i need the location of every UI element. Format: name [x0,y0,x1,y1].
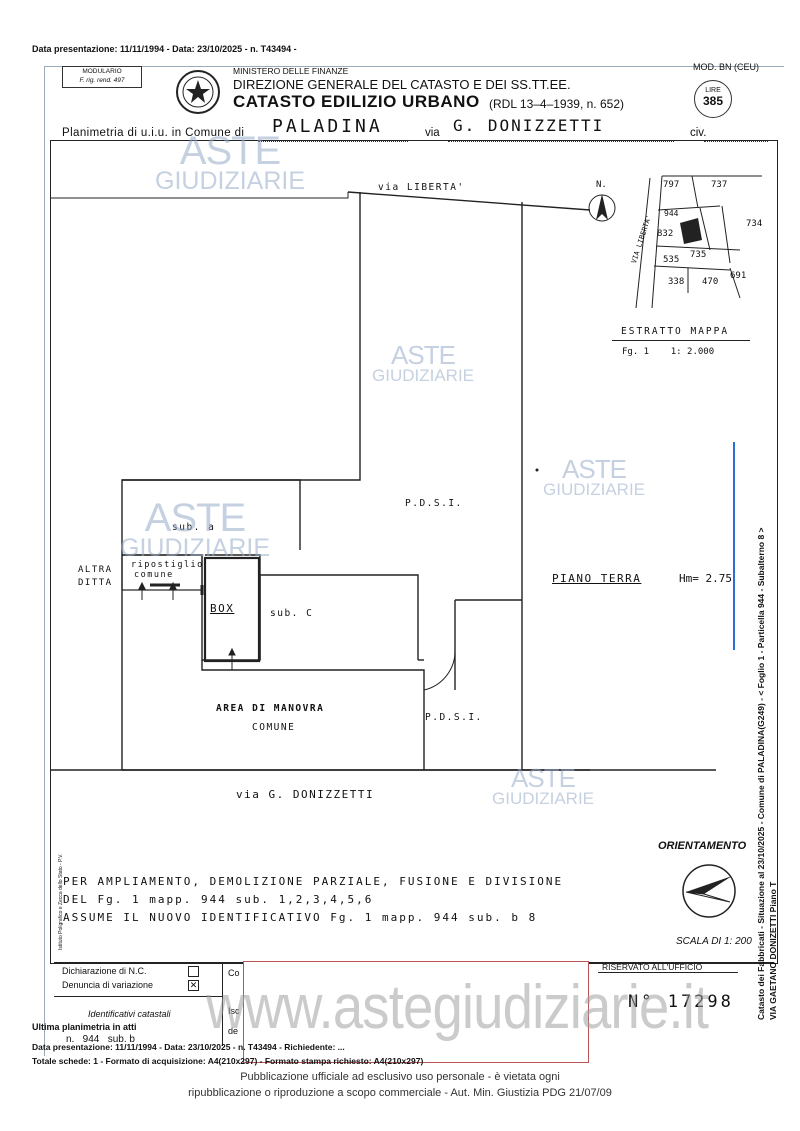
identificativi-label: Identificativi catastali [88,1009,171,1019]
sidebar-via-text: VIA GAETANO DONIZETTI Piano T [768,881,778,1020]
north-arrow-icon [596,194,608,220]
sidebar-catasto-text: Catasto dei Fabbricati - Situazione al 2… [756,527,766,1021]
pubblicazione-line-1: Pubblicazione ufficiale ad esclusivo uso… [240,1071,560,1083]
planimetria-label: Planimetria di u.i.u. in Comune di [62,127,245,139]
civ-label: civ. [690,127,707,139]
riservato-line [598,972,738,973]
lire-stamp: LIRE 385 [694,80,732,118]
frame-left-line [44,66,45,1056]
riservato-label: RISERVATO ALL'UFFICIO [602,962,703,972]
denuncia-label: Denuncia di variazione [62,980,154,990]
via-underline [448,141,674,142]
blue-marker-line [733,442,735,650]
law-ref: (RDL 13–4–1939, n. 652) [489,97,624,111]
website-watermark: www.astegiudiziarie.it [206,973,709,1042]
comune-underline [258,141,408,142]
scala-label: SCALA DI 1: 200 [676,936,752,947]
modulario-ref: F. rig. rend. 497 [79,77,125,84]
redacted-box [243,961,589,1063]
dich-nc-checkbox [188,966,199,977]
ripostiglio-label: ripostiglio [131,560,204,570]
form-divider [54,996,222,997]
parcel-735: 735 [690,250,707,260]
lire-label: LIRE [705,87,721,94]
republic-emblem-icon [176,70,220,114]
de-label: de [228,1026,239,1036]
presentation-line-top: Data presentazione: 11/11/1994 - Data: 2… [32,44,297,54]
area-comune-label: COMUNE [252,722,296,733]
left-small-text: Istituto Poligrafico e Zecca dello Stato… [58,853,64,950]
note-line-3: ASSUME IL NUOVO IDENTIFICATIVO Fg. 1 map… [63,911,538,924]
frame-top-line [44,66,784,67]
floor-plan-drawing [50,191,716,771]
orientation-compass-icon [682,864,736,918]
direction-label: DIREZIONE GENERALE DEL CATASTO E DEI SS.… [233,77,571,92]
altra-label: ALTRA [78,565,113,575]
ministry-label: MINISTERO DELLE FINANZE [233,66,349,76]
ident-value: n. 944 sub. b [66,1034,135,1045]
denuncia-checkbox-checked: ✕ [188,980,199,991]
parcel-535: 535 [663,255,680,265]
mod-label: MOD. BN (CEU) [693,62,759,72]
catasto-title: CATASTO EDILIZIO URBANO [233,92,480,111]
fg-scale-label: Fg. 1 1: 2.000 [622,347,715,357]
note-line-2: DEL Fg. 1 mapp. 944 sub. 1,2,3,4,5,6 [63,893,374,906]
estratto-underline [612,340,750,341]
pdsi-label-1: P.D.S.I. [405,498,463,509]
protocol-number: N° 17298 [628,992,734,1012]
pdsi-label-2: P.D.S.I. [425,712,483,723]
via-label: via [425,127,440,139]
piano-terra-label: PIANO TERRA [552,572,642,585]
parcel-691: 691 [730,271,747,281]
lire-value: 385 [702,94,724,108]
street-liberta-label: via LIBERTA' [378,182,465,193]
co-label: Co [228,968,240,978]
ultima-planimetria: Ultima planimetria in atti [32,1022,137,1032]
estratto-label: ESTRATTO MAPPA [621,326,730,337]
note-line-1: PER AMPLIAMENTO, DEMOLIZIONE PARZIALE, F… [63,875,564,888]
totale-schede: Totale schede: 1 - Formato di acquisizio… [32,1056,424,1066]
parcel-944: 944 [664,209,679,218]
isc-label: Isc [228,1006,240,1016]
box-label: BOX [210,602,235,615]
sub-c-label: sub. C [270,608,314,619]
parcel-734: 734 [746,219,763,229]
modulario-title: MODULARIO [82,68,122,75]
parcel-338: 338 [668,277,685,287]
via-value: G. DONIZZETTI [453,116,605,135]
form-vertical-line [222,962,223,1046]
parcel-470: 470 [702,277,719,287]
ripostiglio-comune-label: comune [134,570,174,580]
comune-value: PALADINA [272,116,383,137]
civ-underline [704,141,768,142]
sub-a-label: sub. a [172,522,216,533]
area-manovra-label: AREA DI MANOVRA [216,703,325,714]
ditta-label: DITTA [78,578,113,588]
parcel-737: 737 [711,180,728,190]
parcel-832: 832 [657,229,674,239]
parcel-797: 797 [663,180,680,190]
presentation-line-bottom: Data presentazione: 11/11/1994 - Data: 2… [32,1042,345,1052]
north-label: N. [596,180,607,190]
orientamento-label: ORIENTAMENTO [658,840,747,852]
pubblicazione-line-2: ripubblicazione o riproduzione a scopo c… [188,1087,612,1099]
estratto-mappa-drawing [588,175,762,309]
modulario-box: MODULARIO F. rig. rend. 497 [62,66,142,88]
dich-nc-label: Dichiarazione di N.C. [62,966,147,976]
street-donizzetti-label: via G. DONIZZETTI [236,788,375,801]
hm-label: Hm= 2.75 [679,572,732,585]
